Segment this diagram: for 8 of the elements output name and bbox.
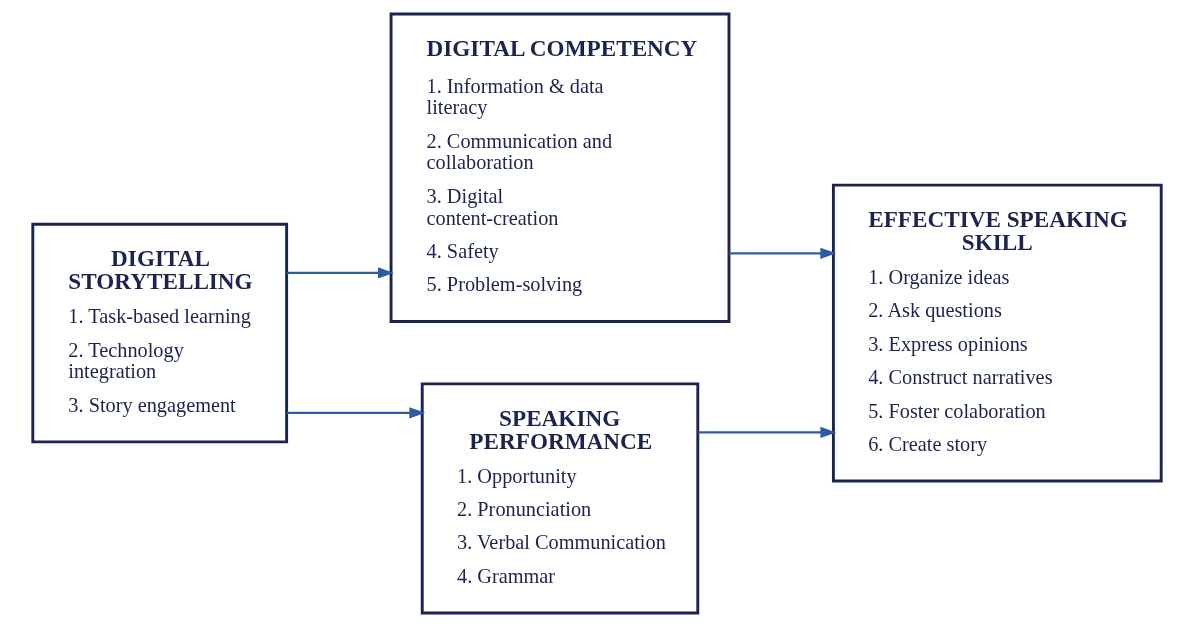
node-box: DIGITAL STORYTELLING 1. Task-based learning 2. Technology integration 3. Story engagement (31, 222, 289, 444)
arrow (286, 407, 426, 419)
node-box: EFFECTIVE SPEAKING SKILL 1. Organize ideas 2. Ask questions 3. Express opinions 4. Construct narratives 5. Foster colaboration 6. Create story (831, 183, 1163, 483)
node-box: SPEAKING PERFORMANCE 1. Opportunity 2. Pronunciation 3. Verbal Communication 4. Grammar (420, 382, 700, 615)
arrow (286, 267, 394, 279)
arrow (698, 426, 837, 439)
arrow (729, 247, 837, 259)
node-box: DIGITAL COMPETENCY 1. Information & data literacy 2. Communication and collaboration 3. Digital content-creation 4. Safety 5. Problem-solving (389, 12, 731, 323)
